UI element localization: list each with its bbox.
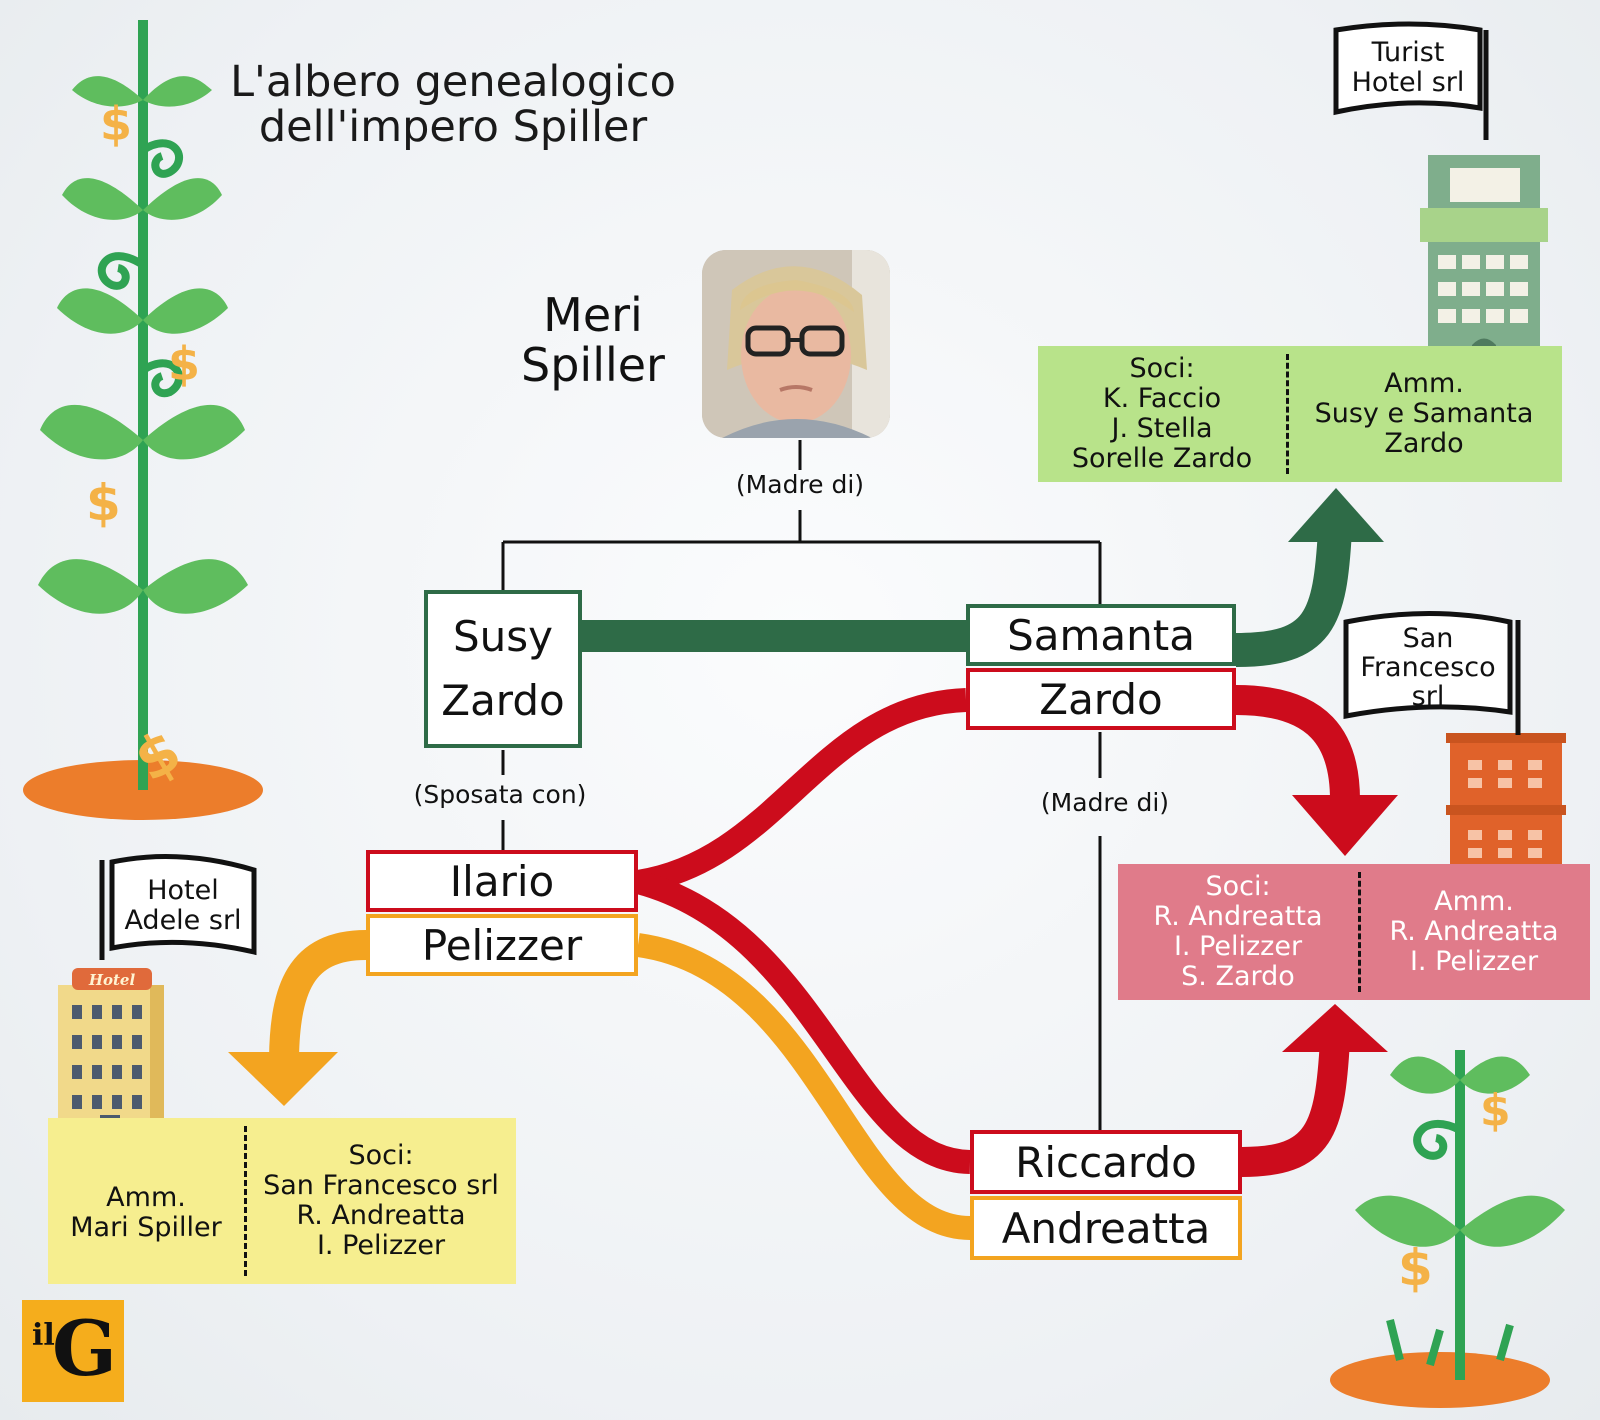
relation-madre-right: (Madre di): [1040, 788, 1170, 817]
arrow-samanta-sanfrancesco: [1235, 685, 1360, 801]
amm-line: R. Andreatta: [1389, 916, 1559, 947]
hotel-adele-sign-text: Hotel: [88, 971, 136, 989]
arrow-head-sanfrancesco-bottom: [1282, 1004, 1388, 1052]
sanfrancesco-flag-text: San Francesco srl: [1346, 624, 1510, 711]
person-ilario-first: Ilario: [366, 850, 638, 912]
soci-line: Sorelle Zardo: [1071, 443, 1253, 474]
relation-sposata: (Sposata con): [413, 780, 587, 809]
connector-ilario-samanta: [636, 688, 967, 894]
svg-text:$: $: [168, 337, 200, 391]
turist-flag-text: Turist Hotel srl: [1338, 38, 1478, 98]
amm-line: Amm.: [106, 1182, 186, 1213]
person-samanta-last: Zardo: [966, 668, 1236, 730]
person-susy-zardo: Susy Zardo: [424, 590, 582, 748]
samanta-first-name: Samanta: [1007, 610, 1195, 660]
soci-line: Soci:: [1205, 871, 1271, 902]
person-riccardo-last: Andreatta: [970, 1196, 1242, 1260]
page-title: L'albero genealogico dell'impero Spiller: [230, 57, 676, 152]
samanta-last-name: Zardo: [1039, 674, 1163, 724]
meri-spiller-portrait: [702, 250, 890, 438]
riccardo-first-name: Riccardo: [1015, 1137, 1197, 1187]
arrow-head-turist: [1288, 488, 1384, 542]
amm-line: Zardo: [1384, 428, 1464, 459]
soci-line: Soci:: [348, 1140, 414, 1171]
san-francesco-flag: [1343, 611, 1521, 735]
amm-line: Susy e Samanta: [1314, 398, 1534, 429]
money-plant-right: $ $: [1330, 1050, 1565, 1408]
amm-line: Amm.: [1384, 368, 1464, 399]
adele-soci: Soci: San Francesco srl R. Andreatta I. …: [247, 1118, 515, 1284]
turist-hotel-building: [1420, 155, 1548, 370]
arrow-head-adele: [228, 1052, 338, 1106]
soci-line: R. Andreatta: [296, 1200, 466, 1231]
il-giornale-logo: il G: [22, 1300, 124, 1402]
sanfrancesco-soci: Soci: R. Andreatta I. Pelizzer S. Zardo: [1118, 864, 1358, 1000]
susy-last-name: Zardo: [441, 676, 565, 725]
turist-flag-label: Turist Hotel srl: [1351, 37, 1465, 98]
sanfrancesco-flag-line: Francesco: [1360, 652, 1496, 683]
riccardo-last-name: Andreatta: [1001, 1203, 1211, 1253]
soci-line: K. Faccio: [1102, 383, 1222, 414]
adele-flag-text: Hotel Adele srl: [112, 876, 254, 936]
soci-line: Soci:: [1129, 353, 1195, 384]
amm-line: Amm.: [1434, 886, 1514, 917]
turist-hotel-flag: [1333, 21, 1489, 140]
genealogy-line-meri: [501, 440, 1102, 604]
hotel-adele-info: Amm. Mari Spiller Soci: San Francesco sr…: [48, 1118, 516, 1284]
amm-line: Mari Spiller: [70, 1212, 222, 1243]
svg-text:$: $: [86, 474, 121, 532]
adele-flag-line: Adele srl: [124, 905, 242, 936]
soci-line: San Francesco srl: [263, 1170, 499, 1201]
person-ilario-last: Pelizzer: [366, 914, 638, 976]
connector-ilario-andreatta: [636, 933, 971, 1240]
logo-g: G: [52, 1304, 117, 1393]
arrow-riccardo-sanfrancesco: [1241, 1039, 1350, 1177]
divider: [1358, 872, 1361, 992]
arrow-samanta-turist: [1235, 529, 1352, 667]
svg-text:$: $: [1480, 1085, 1511, 1136]
portrait-image: [702, 250, 890, 438]
amm-line: I. Pelizzer: [1409, 946, 1539, 977]
ilario-first-name: Ilario: [449, 856, 555, 906]
arrow-head-sanfrancesco-top: [1292, 795, 1398, 856]
money-plant-left: $ $ $ $: [23, 20, 263, 820]
susy-first-name: Susy: [452, 612, 554, 661]
adele-flag-line: Hotel: [147, 875, 219, 906]
divider: [1286, 354, 1289, 474]
meri-spiller-name: Meri Spiller: [521, 288, 665, 392]
sanfrancesco-flag-line: San: [1402, 623, 1454, 654]
ilario-last-name: Pelizzer: [421, 920, 583, 970]
turist-amm: Amm. Susy e Samanta Zardo: [1289, 346, 1559, 482]
divider: [244, 1126, 247, 1276]
turist-soci: Soci: K. Faccio J. Stella Sorelle Zardo: [1038, 346, 1286, 482]
svg-text:$: $: [100, 97, 132, 151]
sanfrancesco-info: Soci: R. Andreatta I. Pelizzer S. Zardo …: [1118, 864, 1590, 1000]
soci-line: R. Andreatta: [1153, 901, 1323, 932]
person-riccardo-first: Riccardo: [970, 1130, 1242, 1194]
sanfrancesco-flag-line: srl: [1411, 681, 1445, 712]
san-francesco-building: [1446, 733, 1566, 882]
turist-hotel-info: Soci: K. Faccio J. Stella Sorelle Zardo …: [1038, 346, 1562, 482]
svg-text:$: $: [1398, 1239, 1433, 1297]
relation-madre-top: (Madre di): [735, 470, 865, 499]
soci-line: I. Pelizzer: [316, 1230, 446, 1261]
person-samanta-first: Samanta: [966, 604, 1236, 666]
soci-line: I. Pelizzer: [1173, 931, 1303, 962]
arrow-ilario-adele: [269, 930, 367, 1059]
soci-line: S. Zardo: [1181, 961, 1295, 992]
hotel-adele-flag: [99, 854, 257, 960]
connector-ilario-riccardo: [634, 870, 971, 1174]
adele-amm: Amm. Mari Spiller: [48, 1118, 244, 1284]
hotel-adele-building: Hotel: [58, 968, 164, 1135]
logo-il: il: [32, 1318, 55, 1353]
sanfrancesco-amm: Amm. R. Andreatta I. Pelizzer: [1361, 864, 1587, 1000]
soci-line: J. Stella: [1111, 413, 1213, 444]
